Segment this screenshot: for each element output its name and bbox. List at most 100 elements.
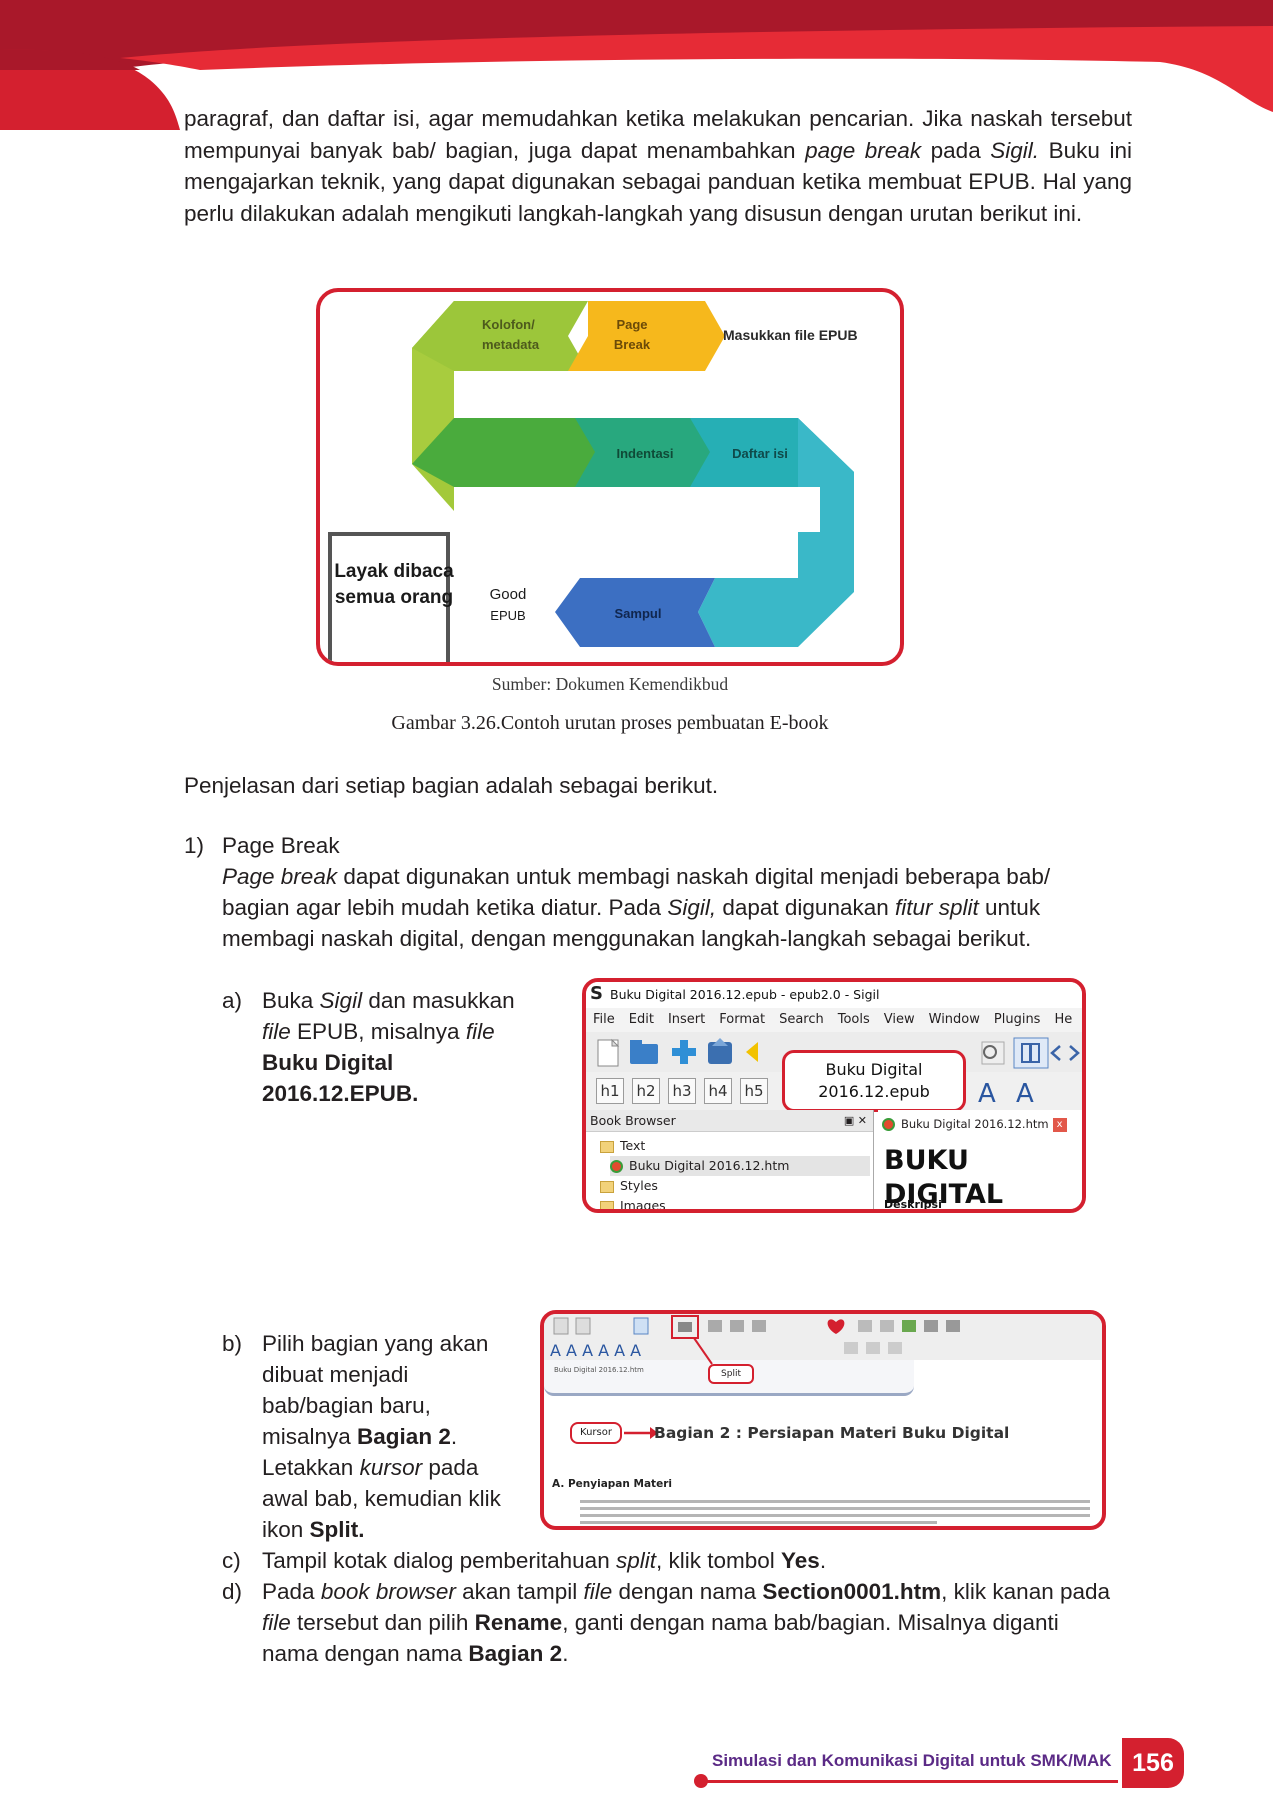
toolbar-icon[interactable] [866,1342,880,1354]
footer-divider [698,1780,1118,1783]
page-break-label-1: Page [616,317,647,332]
toolbar-icon[interactable] [888,1342,902,1354]
heading-h2-button[interactable]: h2 [632,1078,660,1104]
tree-item-text[interactable]: Text [600,1136,645,1156]
right-teal-shape [698,418,854,647]
tree-item-styles[interactable]: Styles [600,1176,658,1196]
middle-green-shape [412,418,615,487]
source-caption: Sumber: Dokumen Kemendikbud [491,674,729,694]
toolbar-icon[interactable] [575,1317,591,1335]
menu-help[interactable]: He [1054,1012,1073,1027]
page-break-label-2: Break [614,337,651,352]
toolbar-icon[interactable] [902,1320,916,1332]
kolofon-label-1: Kolofon/ [482,317,535,332]
sigil-menu-bar: File Edit Insert Format Search Tools View Windo… [586,1008,1082,1032]
step-d-line-3: nama dengan nama Bagian 2. [262,1641,569,1666]
menu-window[interactable]: Window [928,1012,980,1027]
toolbar-icon[interactable] [633,1317,649,1335]
folder-icon [600,1180,614,1193]
folder-icon [600,1200,614,1209]
step-a-letter: a) [222,988,243,1013]
superscript-icon[interactable]: A [1016,1079,1034,1109]
step-c-text: Tampil kotak dialog pemberitahuan split,… [262,1548,827,1573]
menu-file[interactable]: File [593,1012,615,1027]
toolbar-icon[interactable] [858,1320,872,1332]
flow-diagram-figure: Kolofon/ metadata Page Break Masukkan fi… [316,288,904,666]
book-view-icon[interactable] [1013,1037,1049,1069]
menu-plugins[interactable]: Plugins [993,1012,1041,1027]
split-label: Split [708,1364,754,1384]
toolbar-icon[interactable] [752,1320,766,1332]
folder-icon [600,1140,614,1153]
section-line-2: bagian agar lebih mudah ketika diatur. P… [222,895,1041,920]
menu-edit[interactable]: Edit [628,1012,654,1027]
footer-dot [694,1774,708,1788]
spellcheck-icon[interactable] [981,1041,1005,1065]
heading-h4-button[interactable]: h4 [704,1078,732,1104]
good-epub-label-1: Good [490,586,527,603]
step-b-line-4: misalnya Bagian 2. [262,1424,458,1449]
toolbar-icon[interactable] [553,1317,569,1335]
layak-box [328,532,450,662]
menu-tools[interactable]: Tools [837,1012,870,1027]
tree-item-file[interactable]: Buku Digital 2016.12.htm [610,1156,870,1176]
figure-caption: Gambar 3.26.Contoh urutan proses pembuat… [391,712,829,734]
code-view-icon[interactable] [1050,1045,1080,1061]
step-b-line-2: dibuat menjadi [262,1362,409,1387]
step-d-line-1: Pada book browser akan tampil file denga… [262,1579,1111,1604]
heart-icon[interactable] [827,1319,845,1334]
intro-paragraph: paragraf, dan daftar isi, agar memudahka… [184,106,1132,226]
book-browser-controls[interactable]: ▣ ✕ [843,1114,867,1127]
indentasi-shape [575,418,730,487]
page-number: 156 [1122,1738,1184,1788]
close-tab-icon[interactable]: x [1052,1117,1067,1132]
add-file-icon[interactable] [672,1040,696,1064]
heading-h5-button[interactable]: h5 [740,1078,768,1104]
menu-insert[interactable]: Insert [667,1012,706,1027]
editor-deskripsi: Deskripsi [884,1198,942,1211]
sigil-logo-icon: S [590,983,603,1004]
new-file-icon[interactable] [597,1038,620,1067]
menu-format[interactable]: Format [719,1012,766,1027]
subscript-icon[interactable]: A [978,1079,996,1109]
sampul-label: Sampul [615,606,662,621]
toolbar-icon[interactable] [946,1320,960,1332]
sigil-screenshot-1: Buku Digital 2016.12.epub - epub2.0 - Si… [582,978,1086,1213]
sigil-toolbar-strip: A A A A A A [544,1314,1102,1360]
section-line-3: membagi naskah digital, dengan menggunak… [222,926,1032,951]
step-a-line-2: file EPUB, misalnya file [262,1019,495,1044]
font-style-icons[interactable]: A A A A A A [550,1341,641,1360]
body-text-placeholder [580,1500,1090,1526]
toolbar-icon[interactable] [730,1320,744,1332]
layak-label-2: semua orang [335,587,453,608]
step-b-line-5: Letakkan kursor pada [262,1455,479,1480]
section-title: Page Break [222,833,340,858]
step-b-line-1: Pilih bagian yang akan [262,1331,489,1356]
step-b-line-6: awal bab, kemudian klik [262,1486,501,1511]
toolbar-icon[interactable] [844,1342,858,1354]
menu-search[interactable]: Search [779,1012,824,1027]
toolbar-icon[interactable] [924,1320,938,1332]
heading-h3-button[interactable]: h3 [668,1078,696,1104]
save-icon[interactable] [708,1038,732,1064]
toolbar-icon[interactable] [880,1320,894,1332]
step-a-line-3: Buku Digital [262,1050,394,1075]
toolbar-icon[interactable] [708,1320,722,1332]
tree-item-images[interactable]: Images [600,1196,666,1209]
heading-h1-button[interactable]: h1 [596,1078,624,1104]
section-line-1: Page break dapat digunakan untuk membagi… [222,864,1051,889]
chapter-subheading: A. Penyiapan Materi [552,1478,672,1490]
split-icon[interactable] [671,1315,699,1339]
browser-file-icon [882,1118,895,1131]
menu-view[interactable]: View [883,1012,915,1027]
step-c-letter: c) [222,1548,241,1573]
header-band [0,0,1273,130]
editor-tab[interactable]: Buku Digital 2016.12.htm [554,1366,644,1374]
undo-icon[interactable] [746,1042,758,1062]
explanation-intro: Penjelasan dari setiap bagian adalah seb… [184,773,719,798]
daftar-isi-label: Daftar isi [732,446,788,461]
kursor-label: Kursor [570,1422,622,1444]
open-folder-icon[interactable] [630,1040,658,1064]
